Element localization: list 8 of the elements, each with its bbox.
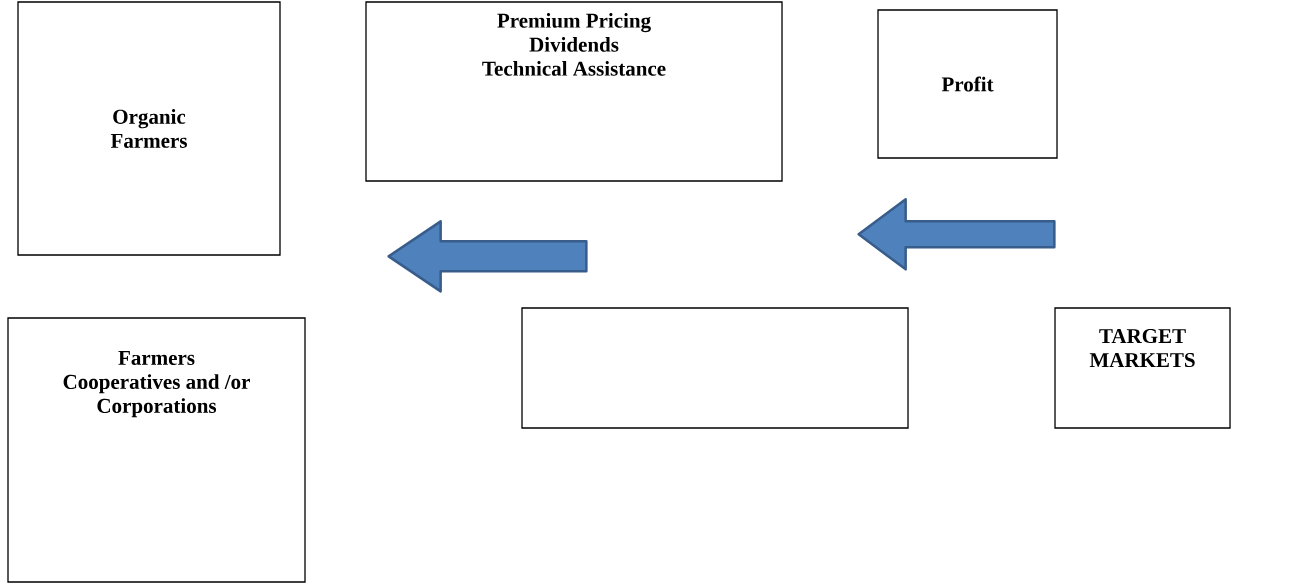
text-box: Farmers Cooperatives and /or Corporations (7, 317, 306, 583)
text-box: Organic Farmers (17, 1, 281, 256)
text-box: Premium Pricing Dividends Technical Assistance (365, 1, 783, 182)
text-box: TARGET MARKETS (1054, 307, 1231, 429)
block-arrow (387, 220, 588, 293)
text-box: Profit (877, 9, 1058, 159)
empty-box (521, 307, 909, 429)
block-arrow (857, 198, 1056, 271)
